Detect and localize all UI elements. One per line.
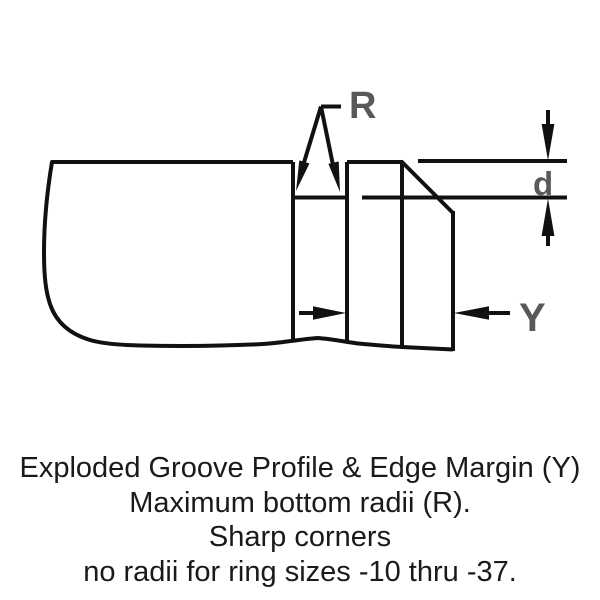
r-leader-right <box>319 106 336 171</box>
caption-line-1: Exploded Groove Profile & Edge Margin (Y… <box>19 452 581 484</box>
caption-line-4: no radii for ring sizes -10 thru -37. <box>83 555 517 588</box>
d-arrowhead-bottom <box>541 198 555 236</box>
label-edge-margin: Y <box>519 296 546 340</box>
diagram-arrowheads <box>296 124 555 320</box>
r-leader-left <box>300 105 323 170</box>
r-arrowhead-right <box>328 161 340 192</box>
shaft-outline <box>42 160 454 352</box>
y-arrowhead-left <box>313 306 346 320</box>
y-arrowhead-right <box>454 306 489 320</box>
d-arrowhead-top <box>541 124 555 161</box>
figure-caption: Exploded Groove Profile & Edge Margin (Y… <box>0 451 600 589</box>
caption-line-2: Maximum bottom radii (R). <box>129 486 471 519</box>
label-groove-depth: d <box>533 165 553 202</box>
r-arrowhead-left <box>296 160 310 191</box>
label-radius: R <box>349 85 376 127</box>
caption-line-3: Sharp corners <box>208 521 392 553</box>
chamfer-edge <box>399 159 455 215</box>
